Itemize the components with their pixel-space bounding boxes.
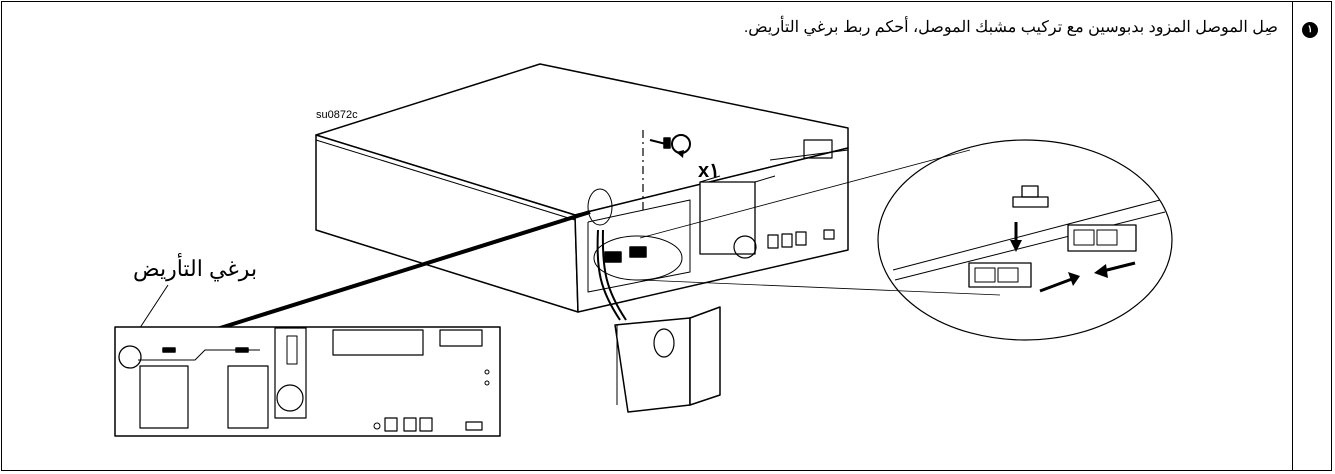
step-number-badge: ١: [1302, 22, 1318, 38]
connector-detail-zoom: [639, 139, 1173, 341]
figure-reference-code: su0872c: [316, 109, 358, 121]
ground-screw-callout-label: برغي التأريض: [133, 256, 258, 281]
column-divider: [1292, 2, 1293, 470]
battery-module-drawing: [614, 306, 721, 413]
step-instruction-text: صِل الموصل المزود بدبوسين مع تركيب مشبك …: [743, 19, 1278, 36]
circuit-board-drawing: [114, 326, 501, 437]
ups-unit-drawing: [315, 63, 849, 321]
connector-clip-icon: [1012, 185, 1049, 208]
direction-arrow-icon: [1039, 261, 1136, 293]
screw-quantity-label: x١: [698, 160, 720, 182]
ground-screw-icon: [649, 137, 671, 149]
rotate-clockwise-icon: [671, 134, 691, 158]
